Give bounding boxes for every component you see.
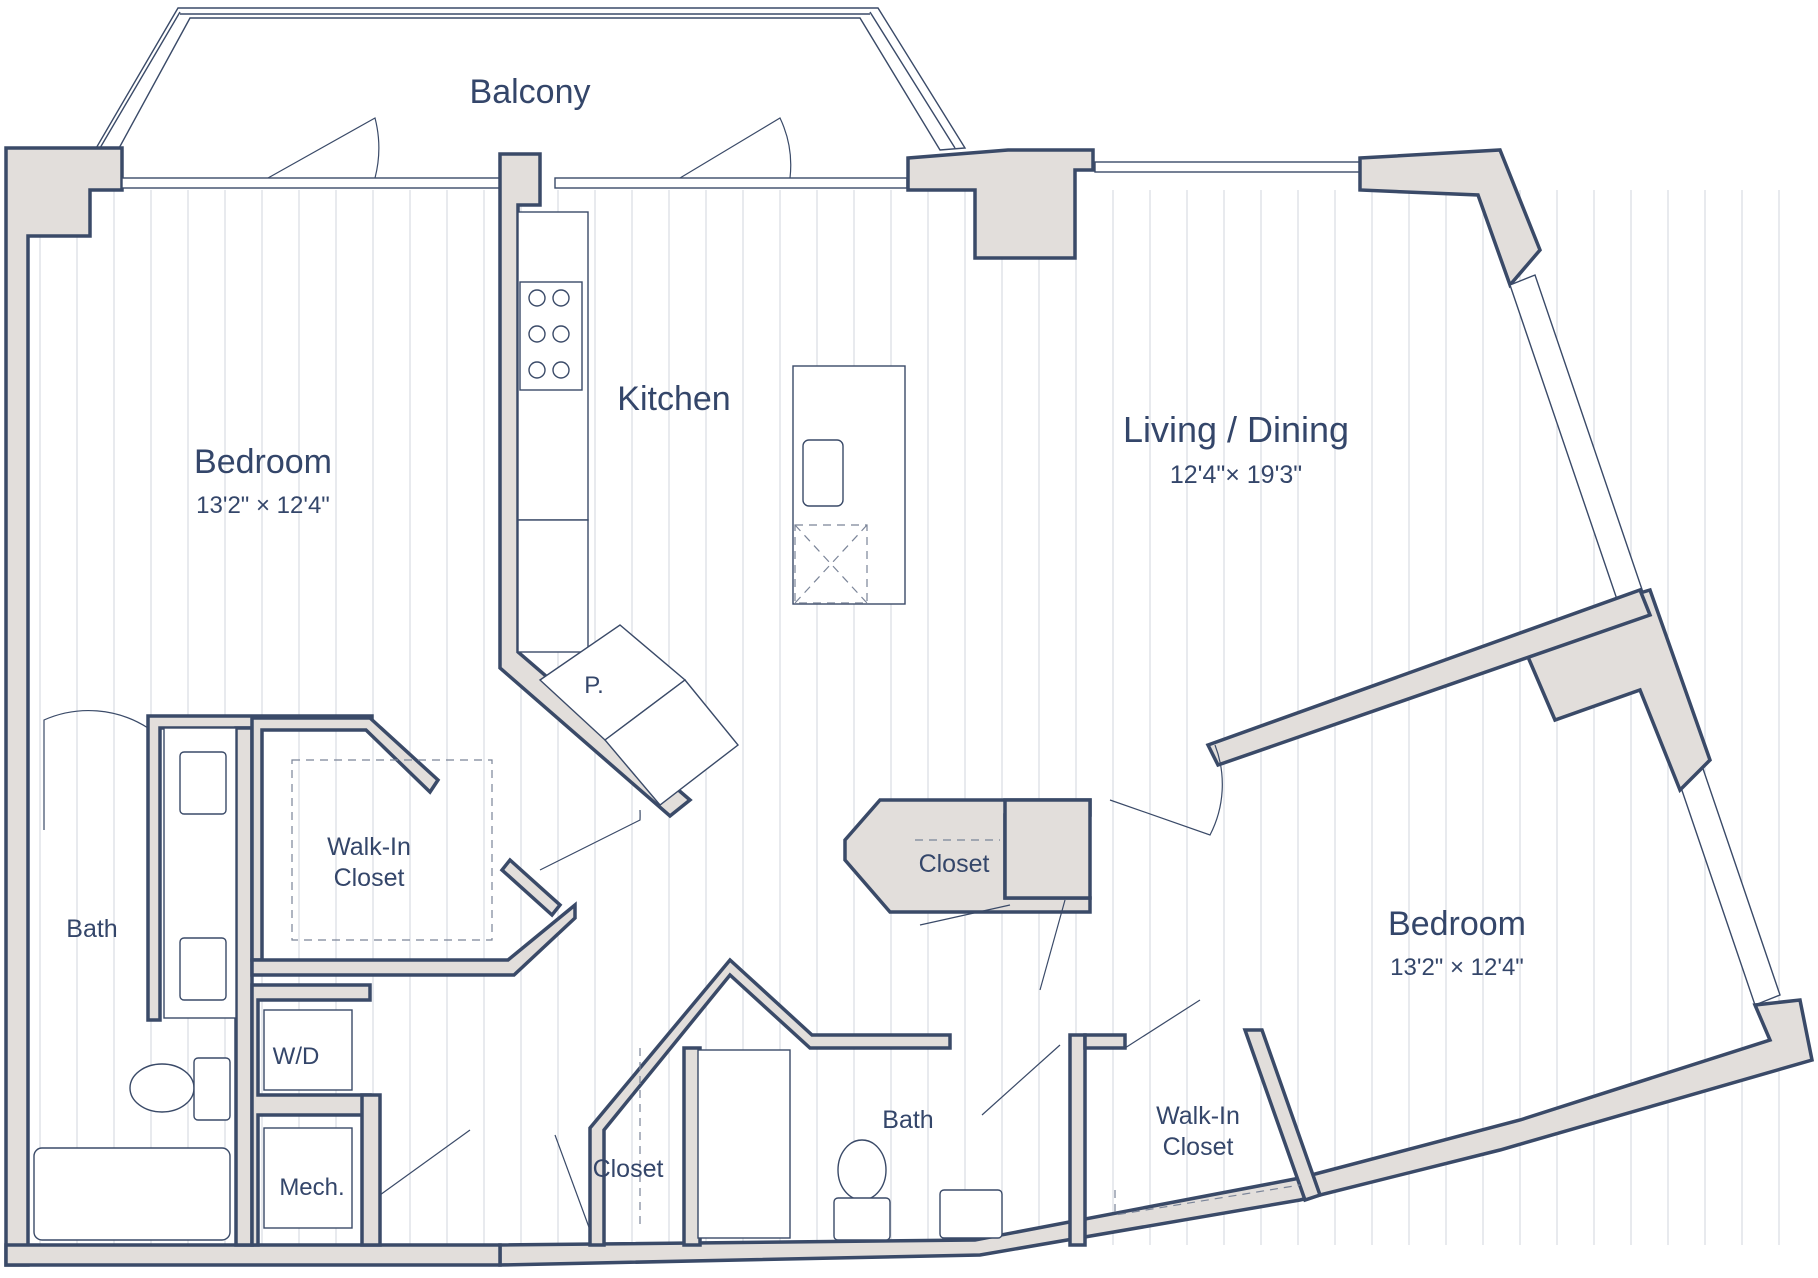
bathtub-icon (33, 1147, 231, 1241)
room-labels: Balcony Kitchen Living / Dining 12'4"× 1… (66, 73, 1526, 1201)
sink-icon (179, 751, 227, 815)
sink-icon (939, 1189, 1003, 1239)
living-dining-dimensions: 12'4"× 19'3" (1170, 461, 1302, 489)
bath-left-label: Bath (66, 915, 117, 943)
interior-walls (146, 714, 1323, 1247)
bath-left-fixtures (33, 727, 237, 1241)
closet-center-label: Closet (919, 850, 990, 878)
closet-lower-label: Closet (593, 1155, 664, 1183)
balcony-label: Balcony (470, 73, 591, 111)
bathtub-icon (697, 1049, 791, 1239)
toilet-icon (129, 1063, 195, 1113)
doors (43, 117, 1223, 1231)
bedroom-left-dimensions: 13'2" × 12'4" (196, 492, 330, 519)
bedroom-right-dimensions: 13'2" × 12'4" (1390, 954, 1524, 981)
walkin-closet-left-label-line2: Closet (334, 864, 405, 892)
bedroom-left-label: Bedroom (194, 443, 332, 481)
mech-unit-icon (263, 1127, 353, 1229)
kitchen-fixtures (517, 211, 906, 806)
pantry-label: P. (584, 672, 604, 699)
toilet-icon (837, 1139, 887, 1201)
bath-center-fixtures (697, 1049, 1003, 1241)
closet-dashes (291, 759, 1301, 1230)
cooktop-icon (519, 281, 583, 391)
washer-dryer-label: W/D (273, 1043, 320, 1070)
bedroom-right-label: Bedroom (1388, 905, 1526, 943)
sink-icon (802, 439, 844, 507)
washer-dryer-icon (263, 1009, 353, 1091)
laundry-fixtures (263, 1009, 353, 1229)
exterior-walls (4, 146, 1815, 1267)
bath-center-label: Bath (882, 1106, 933, 1134)
sink-icon (179, 937, 227, 1001)
kitchen-label: Kitchen (617, 380, 730, 418)
living-dining-label: Living / Dining (1123, 409, 1349, 450)
mech-label: Mech. (279, 1174, 344, 1201)
walkin-closet-right-label-line2: Closet (1163, 1133, 1234, 1161)
walkin-closet-right-label-line1: Walk-In (1156, 1102, 1240, 1130)
walkin-closet-left-label-line1: Walk-In (327, 833, 411, 861)
